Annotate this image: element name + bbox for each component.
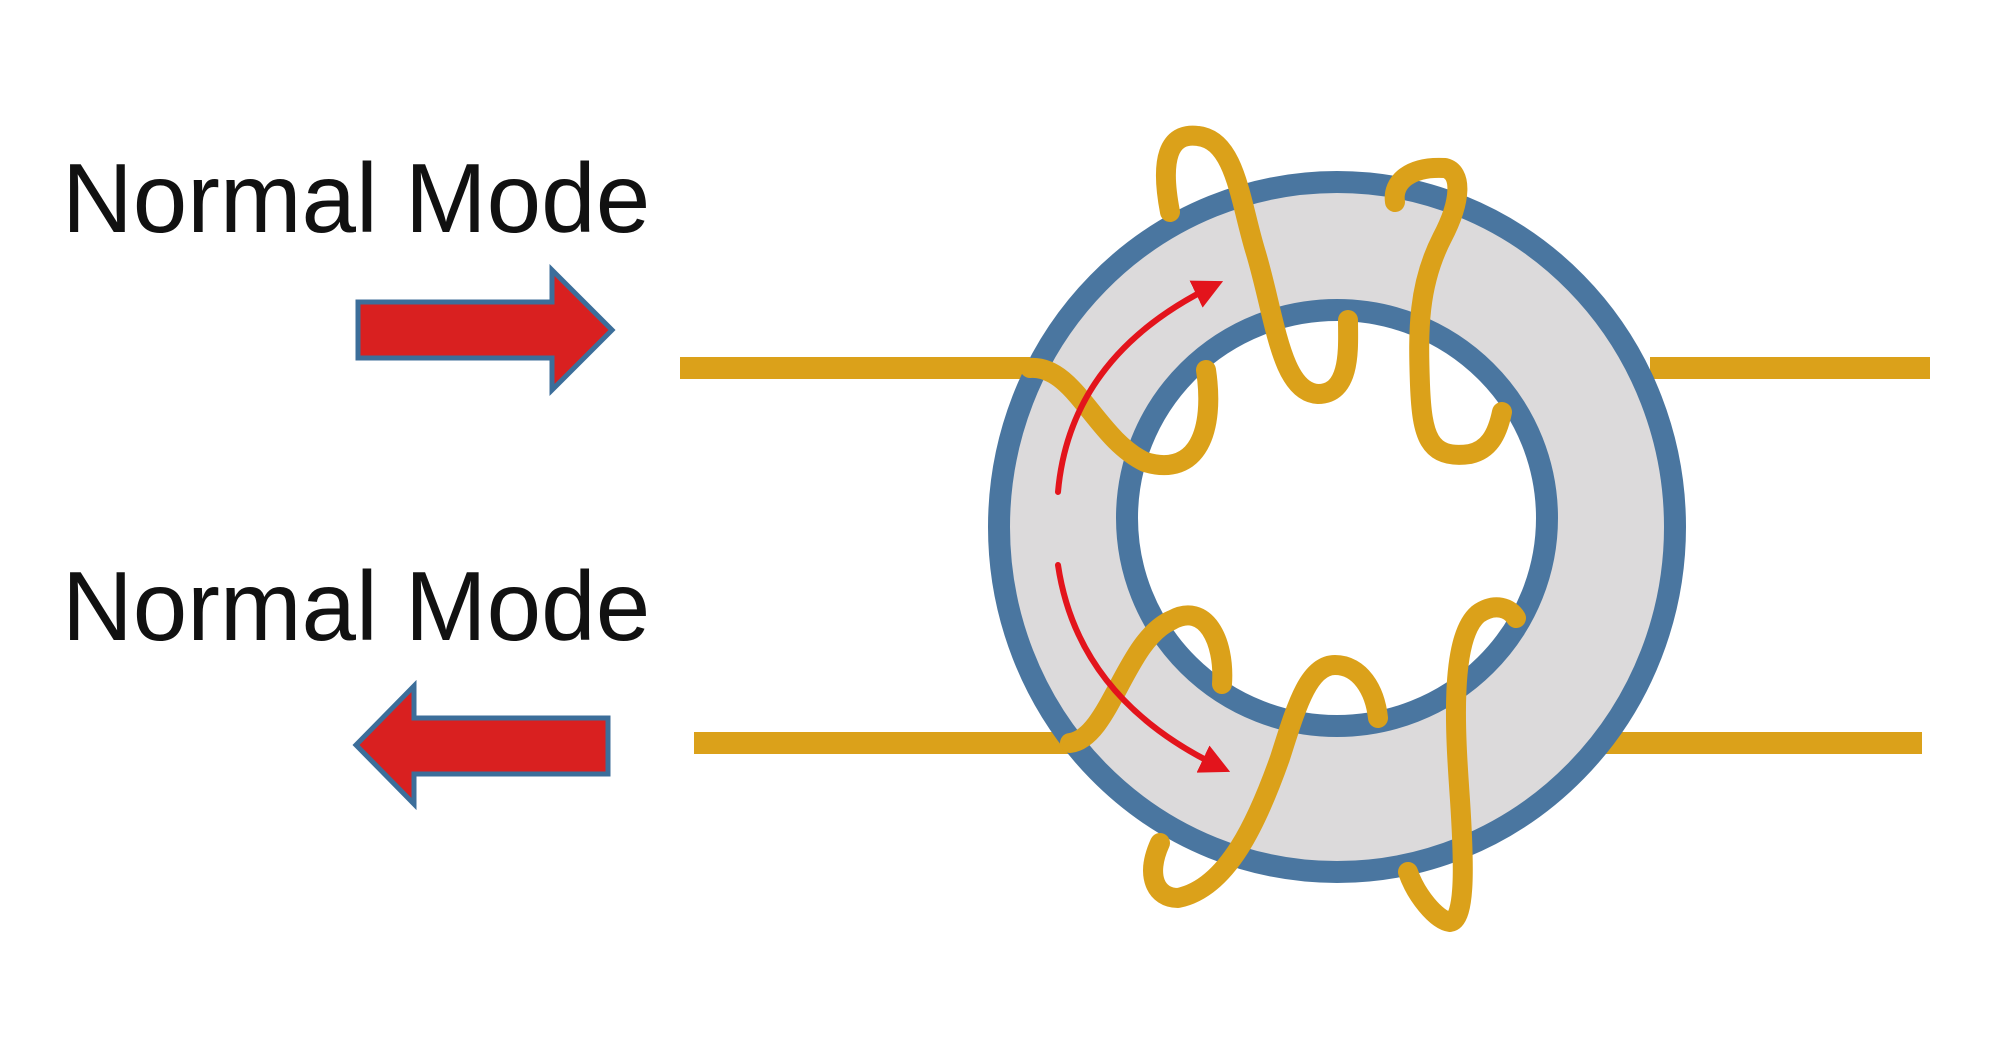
top-winding-wire — [1020, 125, 1512, 476]
bottom-current-arrow-left-icon — [352, 679, 611, 811]
bottom-mode-label: Normal Mode — [62, 551, 650, 661]
bottom-winding-wire — [1060, 597, 1526, 932]
toroid-core — [988, 171, 1686, 883]
flux-arrow-down-icon — [1055, 562, 1231, 773]
flux-arrow-up-icon — [1055, 280, 1224, 495]
top-mode-label: Normal Mode — [62, 143, 650, 253]
top-current-arrow-right-icon — [355, 263, 616, 397]
